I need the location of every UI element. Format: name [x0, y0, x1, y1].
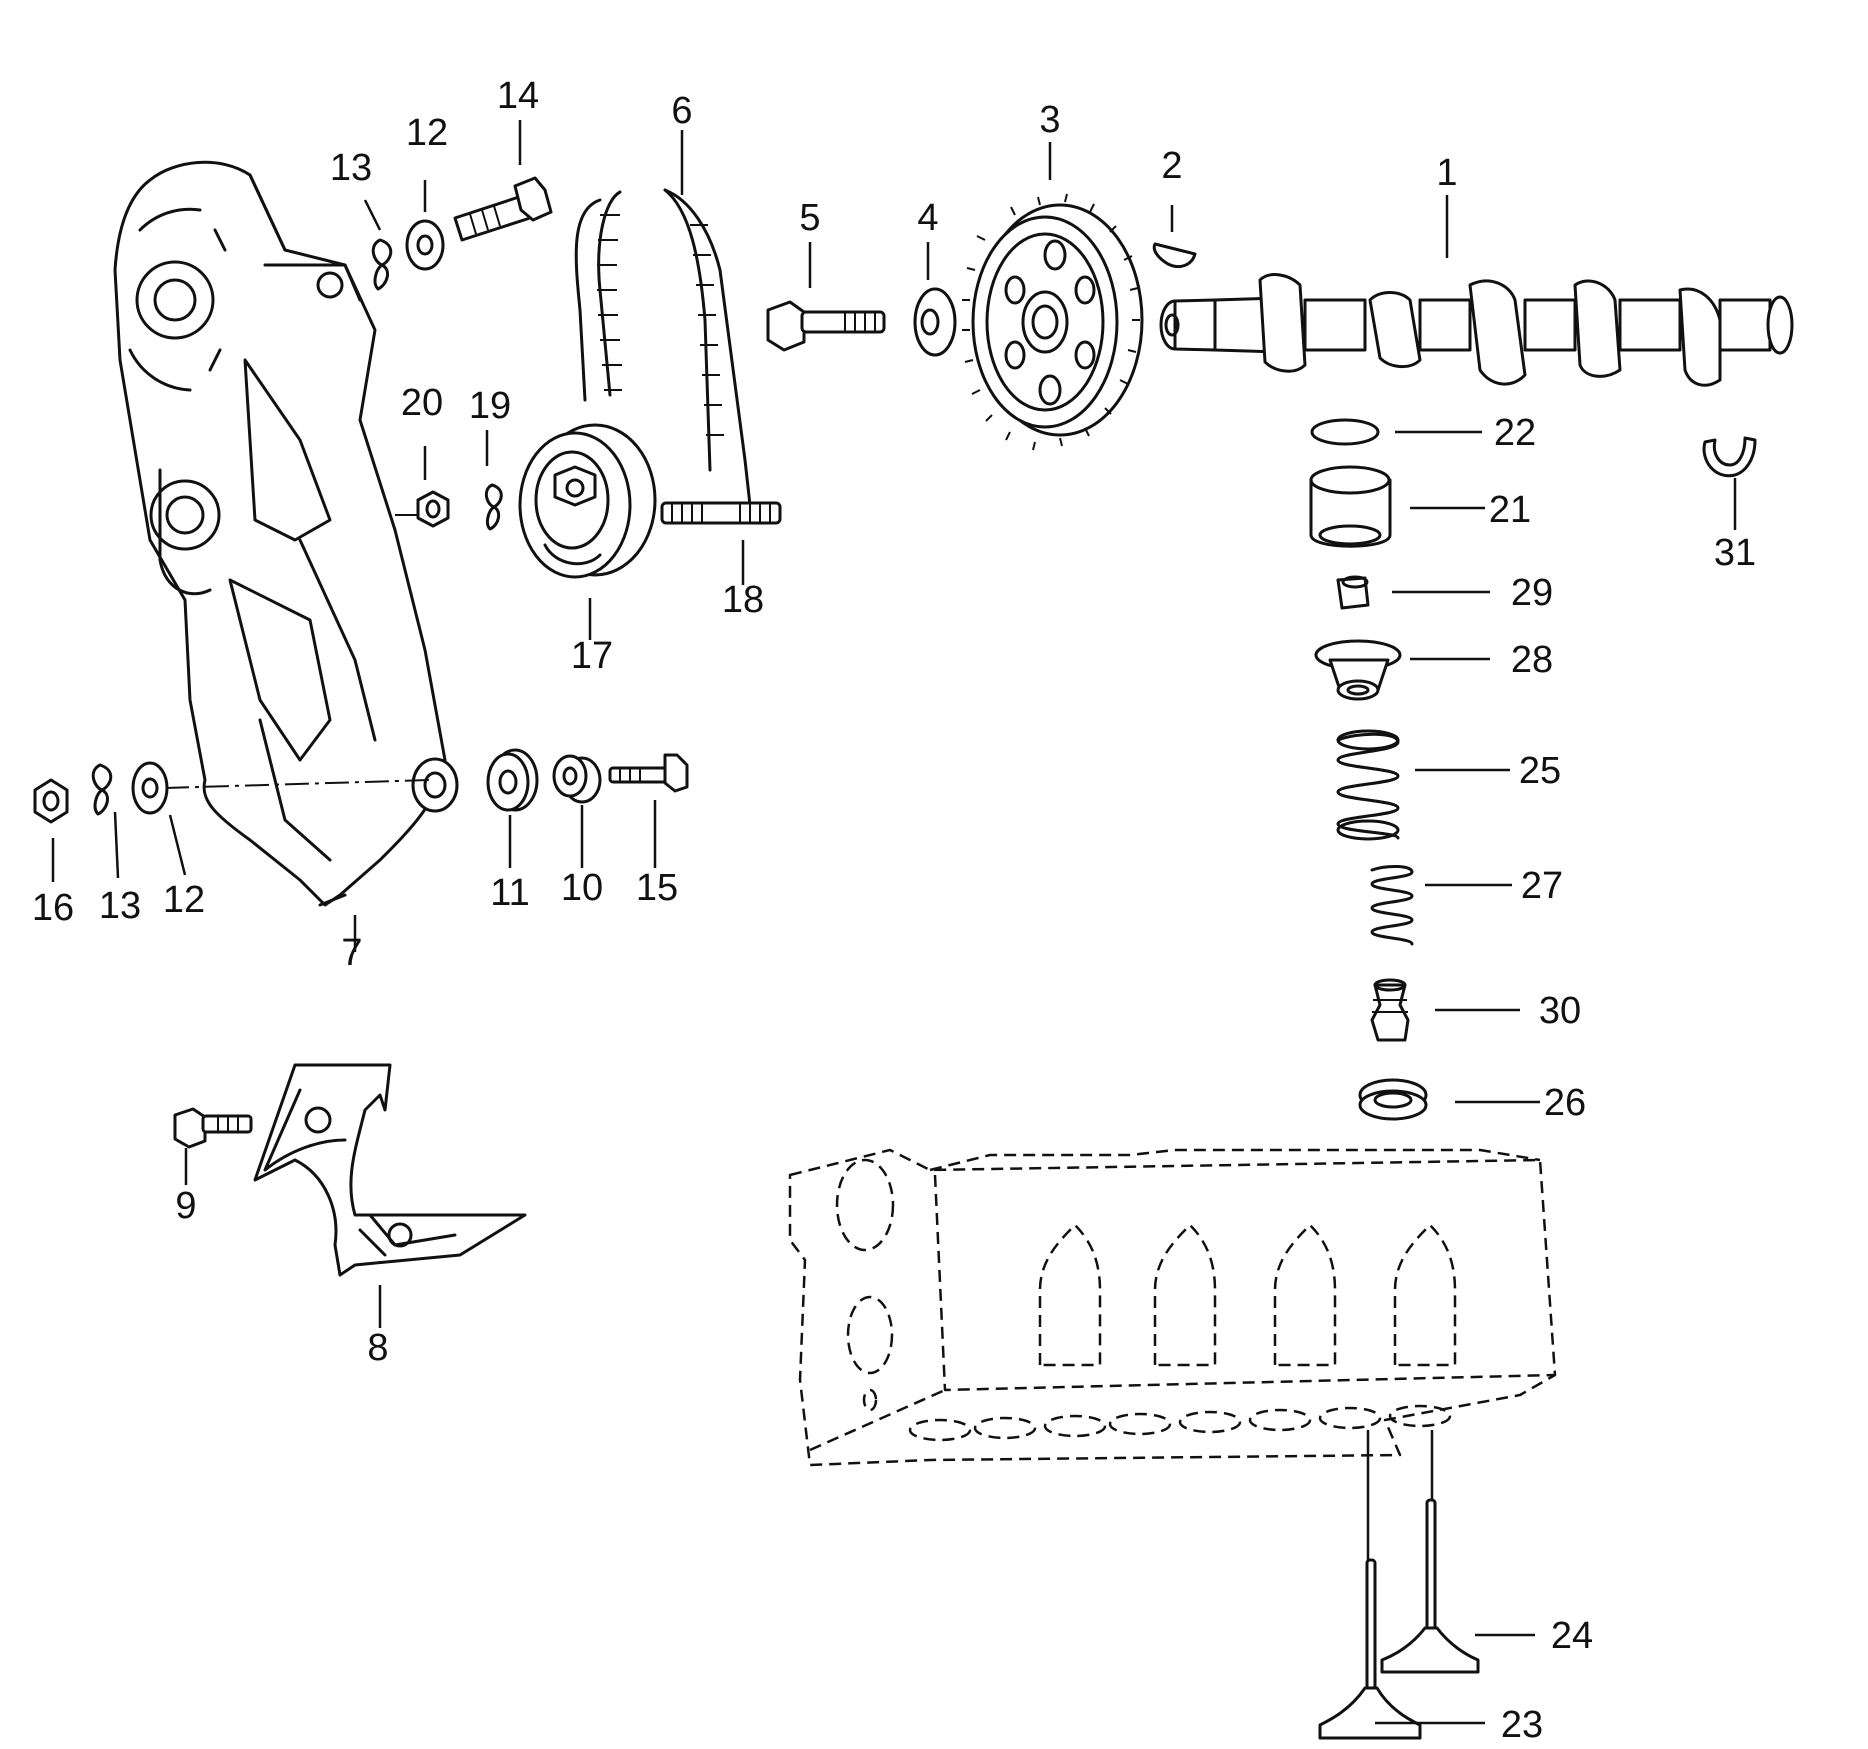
part-toothed-belt: [574, 188, 752, 507]
part-bushing-10: [552, 754, 602, 804]
callout-6: 6: [671, 90, 692, 132]
part-stud: [660, 501, 782, 525]
part-outer-spring-25: [1336, 729, 1400, 841]
callout-8: 8: [367, 1327, 388, 1369]
callout-26: 26: [1544, 1082, 1586, 1124]
part-valve-23: [1318, 1558, 1422, 1740]
callout-23: 23: [1501, 1704, 1543, 1746]
part-nut-16: [33, 778, 69, 824]
callout-29: 29: [1511, 572, 1553, 614]
callout-13-top: 13: [330, 147, 372, 189]
part-washer-12-top: [405, 219, 445, 271]
part-washer-4: [913, 287, 957, 357]
callout-12-bottom: 12: [163, 879, 205, 921]
callout-1: 1: [1436, 152, 1457, 194]
part-bracket: [253, 1063, 527, 1277]
callout-2: 2: [1161, 145, 1182, 187]
part-bolt-5: [766, 300, 886, 352]
callout-30: 30: [1539, 990, 1581, 1032]
callout-19: 19: [469, 385, 511, 427]
part-nut-20: [416, 490, 450, 528]
part-spring-retainer-28: [1314, 639, 1402, 701]
callout-21: 21: [1489, 489, 1531, 531]
callout-11: 11: [490, 872, 529, 914]
callout-9: 9: [175, 1185, 196, 1227]
part-lock-plate-19: [484, 483, 503, 531]
part-bolt-14: [453, 176, 553, 242]
part-spacer-11: [486, 748, 539, 812]
callout-15: 15: [636, 867, 678, 909]
part-shim-22: [1310, 418, 1380, 446]
callout-3: 3: [1039, 99, 1060, 141]
callout-12-top: 12: [406, 112, 448, 154]
part-woodruff-key: [1152, 242, 1197, 269]
callout-17: 17: [571, 635, 613, 677]
callout-28: 28: [1511, 639, 1553, 681]
callout-18: 18: [722, 579, 764, 621]
callout-20: 20: [401, 382, 443, 424]
part-lock-plate-13-bottom: [91, 763, 113, 816]
part-cylinder-head-phantom: [788, 1148, 1557, 1467]
callout-22: 22: [1494, 412, 1536, 454]
part-belt-guard: [113, 160, 459, 907]
callout-7: 7: [341, 932, 362, 974]
callout-25: 25: [1519, 750, 1561, 792]
part-bolt-9: [173, 1107, 253, 1149]
part-bolt-15: [608, 753, 689, 793]
callout-16: 16: [32, 887, 74, 929]
callout-14: 14: [497, 75, 539, 117]
part-inner-spring-27: [1370, 865, 1414, 946]
part-camshaft: [1159, 273, 1794, 387]
part-washer-12-bottom: [131, 761, 169, 815]
callout-31: 31: [1714, 532, 1756, 574]
callout-labels: 1 2 3 4 5 6 7 8 9 10 11 12 12 13 13 14 1…: [32, 75, 1756, 1746]
part-tensioner-pulley: [518, 423, 657, 579]
callout-13-bottom: 13: [99, 885, 141, 927]
part-valve-cotters-29: [1336, 575, 1370, 610]
callout-24: 24: [1551, 1615, 1593, 1657]
centerline: [164, 779, 431, 789]
part-valve-24: [1380, 1498, 1480, 1674]
callout-4: 4: [917, 197, 938, 239]
callout-5: 5: [799, 197, 820, 239]
part-bearing-shell: [1702, 436, 1757, 478]
callout-27: 27: [1521, 865, 1563, 907]
part-lock-plate-13-top: [371, 238, 393, 291]
part-bucket-tappet-21: [1309, 465, 1392, 548]
callout-10: 10: [561, 867, 603, 909]
part-valve-stem-seal-30: [1370, 978, 1410, 1042]
leader-lines: [51, 120, 1737, 1725]
part-camshaft-sprocket: [962, 193, 1144, 451]
part-spring-seat-26: [1358, 1078, 1428, 1121]
